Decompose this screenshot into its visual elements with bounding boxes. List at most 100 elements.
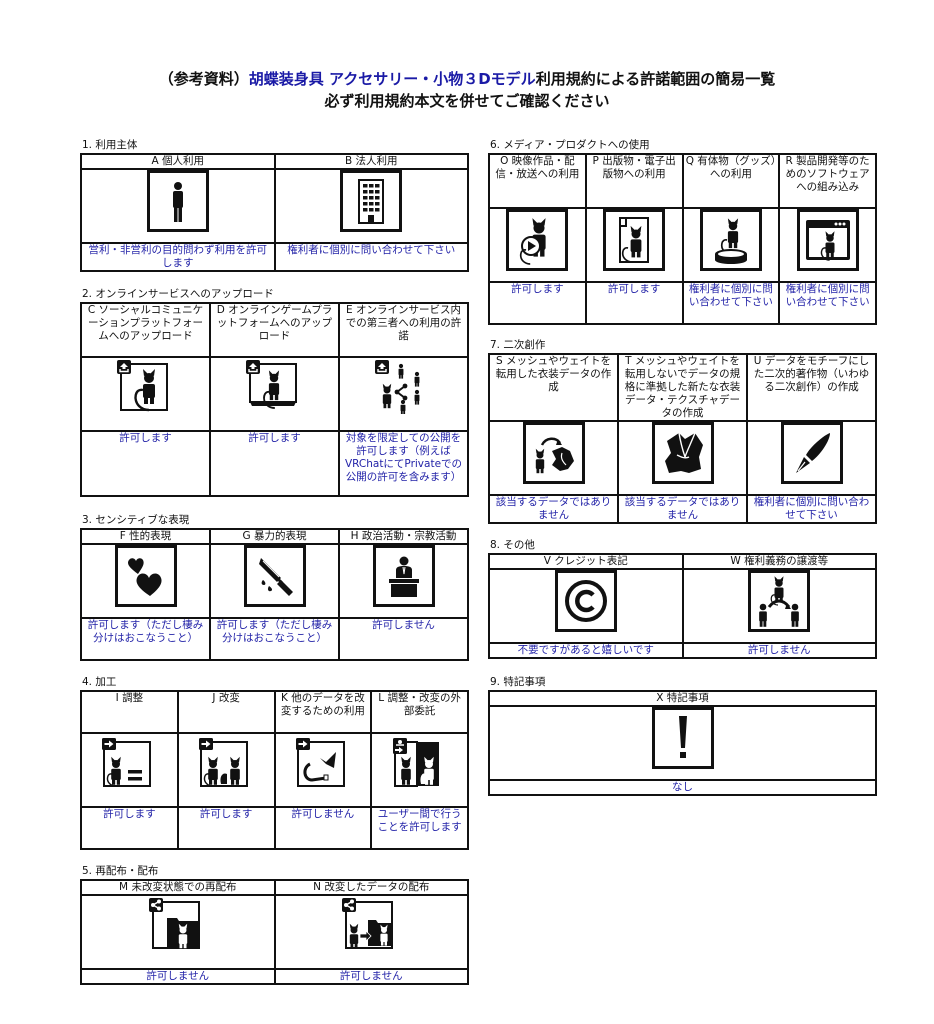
section-label: 7. 二次創作: [490, 339, 546, 351]
person-icon: [146, 170, 209, 232]
section-media-products: 6. メディア・プロダクトへの使用 O 映像作品・配信・放送への利用 P 出版物…: [488, 139, 877, 325]
item-answer: 権利者に個別に問い合わせて下さい: [273, 242, 469, 272]
section-label: 9. 特記事項: [490, 676, 546, 688]
item-answer: 権利者に個別に問い合わせて下さい: [778, 281, 877, 325]
section-label: 8. その他: [490, 539, 535, 551]
item-header: V クレジット表記: [488, 553, 684, 570]
item-answer: 許可します: [80, 430, 211, 497]
item-header: X 特記事項: [488, 690, 877, 707]
item-answer: 許可します: [209, 430, 340, 497]
item-answer: 許可しません: [80, 968, 276, 985]
item-header: P 出版物・電子出版物への利用: [584, 153, 684, 209]
building-icon: [340, 170, 403, 232]
item-answer: 許可します: [488, 281, 587, 325]
item-header: M 未改変状態での再配布: [80, 879, 276, 896]
permission-table: O 映像作品・配信・放送への利用 P 出版物・電子出版物への利用 Q 有体物（グ…: [488, 153, 877, 325]
item-answer: 許可しません: [273, 806, 373, 850]
permission-table: C ソーシャルコミュニケーションプラットフォームへのアップロード D オンライン…: [80, 302, 469, 497]
distribute-modified-icon: [340, 896, 403, 958]
figure-stand-icon: [699, 209, 762, 271]
section-derivative-works: 7. 二次創作 S メッシュやウェイトを転用した衣装データの作成 T メッシュや…: [488, 339, 877, 524]
section-label: 3. センシティブな表現: [82, 514, 190, 526]
title-suffix: 利用規約による許諾範囲の簡易一覧: [535, 70, 776, 88]
section-other: 8. その他 V クレジット表記 W 権利義務の譲渡等 不要ですがあると嬉しいで…: [488, 539, 877, 659]
item-header: K 他のデータを改変するための利用: [273, 690, 373, 734]
item-header: T メッシュやウェイトを転用しないでデータの規格に準拠した新たな衣装データ・テク…: [617, 353, 748, 422]
item-header: U データをモチーフにした二次的著作物（いわゆる二次創作）の作成: [746, 353, 877, 422]
item-header: L 調整・改変の外部委託: [370, 690, 469, 734]
copyright-icon: [554, 570, 617, 632]
outsource-icon: [388, 734, 451, 796]
item-answer: 許可します（ただし棲み分けはおこなうこと）: [209, 617, 340, 661]
item-answer: なし: [488, 779, 877, 796]
upload-avatar-icon: [114, 358, 177, 420]
section-redistribution: 5. 再配布・配布 M 未改変状態での再配布 N 改変したデータの配布 許可しま…: [80, 865, 469, 985]
reuse-parts-icon: [291, 734, 354, 796]
item-header: A 個人利用: [80, 153, 276, 170]
section-label: 5. 再配布・配布: [82, 865, 159, 877]
permission-table: S メッシュやウェイトを転用した衣装データの作成 T メッシュやウェイトを転用し…: [488, 353, 877, 524]
hearts-icon: [114, 545, 177, 607]
section-label: 2. オンラインサービスへのアップロード: [82, 288, 274, 300]
item-answer: 許可しません: [273, 968, 469, 985]
item-answer: 許可しません: [681, 642, 877, 659]
item-header: G 暴力的表現: [209, 528, 340, 545]
adjust-icon: [98, 734, 161, 796]
clothes-icon: [651, 422, 714, 484]
section-sensitive-expression: 3. センシティブな表現 F 性的表現 G 暴力的表現 H 政治活動・宗教活動 …: [80, 514, 469, 661]
video-play-icon: [506, 209, 569, 271]
upload-game-icon: [243, 358, 306, 420]
item-header: H 政治活動・宗教活動: [338, 528, 469, 545]
pen-nib-icon: [780, 422, 843, 484]
item-header: O 映像作品・配信・放送への利用: [488, 153, 587, 209]
section-usage-subject: 1. 利用主体 A 個人利用 B 法人利用 営利・非営利の目的問わず利用を許可し…: [80, 139, 469, 272]
item-header: Q 有体物（グッズ）への利用: [681, 153, 781, 209]
permission-table: X 特記事項 なし: [488, 690, 877, 796]
transfer-rights-icon: [748, 570, 811, 632]
share-users-icon: [372, 358, 435, 420]
item-answer: 営利・非営利の目的問わず利用を許可します: [80, 242, 276, 272]
item-answer: 対象を限定しての公開を許可します（例えばVRChatにてPrivateでの公開の…: [338, 430, 469, 497]
permission-table: I 調整 J 改変 K 他のデータを改変するための利用 L 調整・改変の外部委託…: [80, 690, 469, 850]
item-answer: 許可します: [176, 806, 276, 850]
knife-icon: [243, 545, 306, 607]
permission-table: V クレジット表記 W 権利義務の譲渡等 不要ですがあると嬉しいです 許可しませ…: [488, 553, 877, 659]
item-header: S メッシュやウェイトを転用した衣装データの作成: [488, 353, 619, 422]
section-label: 1. 利用主体: [82, 139, 138, 151]
mesh-to-clothes-icon: [522, 422, 585, 484]
item-answer: 権利者に個別に問い合わせて下さい: [681, 281, 781, 325]
section-modification: 4. 加工 I 調整 J 改変 K 他のデータを改変するための利用 L 調整・改…: [80, 676, 469, 850]
item-header: D オンラインゲームプラットフォームへのアップロード: [209, 302, 340, 358]
redistribute-folder-icon: [146, 896, 209, 958]
item-answer: 許可します（ただし棲み分けはおこなうこと）: [80, 617, 211, 661]
section-special-notes: 9. 特記事項 X 特記事項 なし: [488, 676, 877, 796]
item-header: B 法人利用: [273, 153, 469, 170]
item-answer: 許可しません: [338, 617, 469, 661]
item-answer: 不要ですがあると嬉しいです: [488, 642, 684, 659]
section-label: 6. メディア・プロダクトへの使用: [490, 139, 650, 151]
product-name: 胡蝶装身具 アクセサリー・小物３Dモデル: [248, 70, 536, 88]
document-icon: [603, 209, 666, 271]
item-header: C ソーシャルコミュニケーションプラットフォームへのアップロード: [80, 302, 211, 358]
section-label: 4. 加工: [82, 676, 117, 688]
item-header: J 改変: [176, 690, 276, 734]
item-header: R 製品開発等のためのソフトウェアへの組み込み: [778, 153, 877, 209]
item-header: W 権利義務の譲渡等: [681, 553, 877, 570]
app-window-icon: [796, 209, 859, 271]
permission-table: F 性的表現 G 暴力的表現 H 政治活動・宗教活動 許可します（ただし棲み分け…: [80, 528, 469, 661]
permission-table: M 未改変状態での再配布 N 改変したデータの配布 許可しません 許可しません: [80, 879, 469, 985]
permission-table: A 個人利用 B 法人利用 営利・非営利の目的問わず利用を許可します 権利者に個…: [80, 153, 469, 272]
item-answer: ユーザー間で行うことを許可します: [370, 806, 469, 850]
exclamation-icon: [651, 707, 714, 769]
section-online-upload: 2. オンラインサービスへのアップロード C ソーシャルコミュニケーションプラッ…: [80, 288, 469, 497]
item-answer: 該当するデータではありません: [617, 494, 748, 524]
item-header: N 改変したデータの配布: [273, 879, 469, 896]
item-answer: 許可します: [80, 806, 179, 850]
page-title: （参考資料）胡蝶装身具 アクセサリー・小物３Dモデル利用規約による許諾範囲の簡易…: [0, 69, 934, 89]
podium-speaker-icon: [372, 545, 435, 607]
title-prefix: （参考資料）: [158, 70, 249, 88]
item-header: I 調整: [80, 690, 179, 734]
item-answer: 該当するデータではありません: [488, 494, 619, 524]
item-answer: 権利者に個別に問い合わせて下さい: [746, 494, 877, 524]
item-header: E オンラインサービス内での第三者への利用の許諾: [338, 302, 469, 358]
